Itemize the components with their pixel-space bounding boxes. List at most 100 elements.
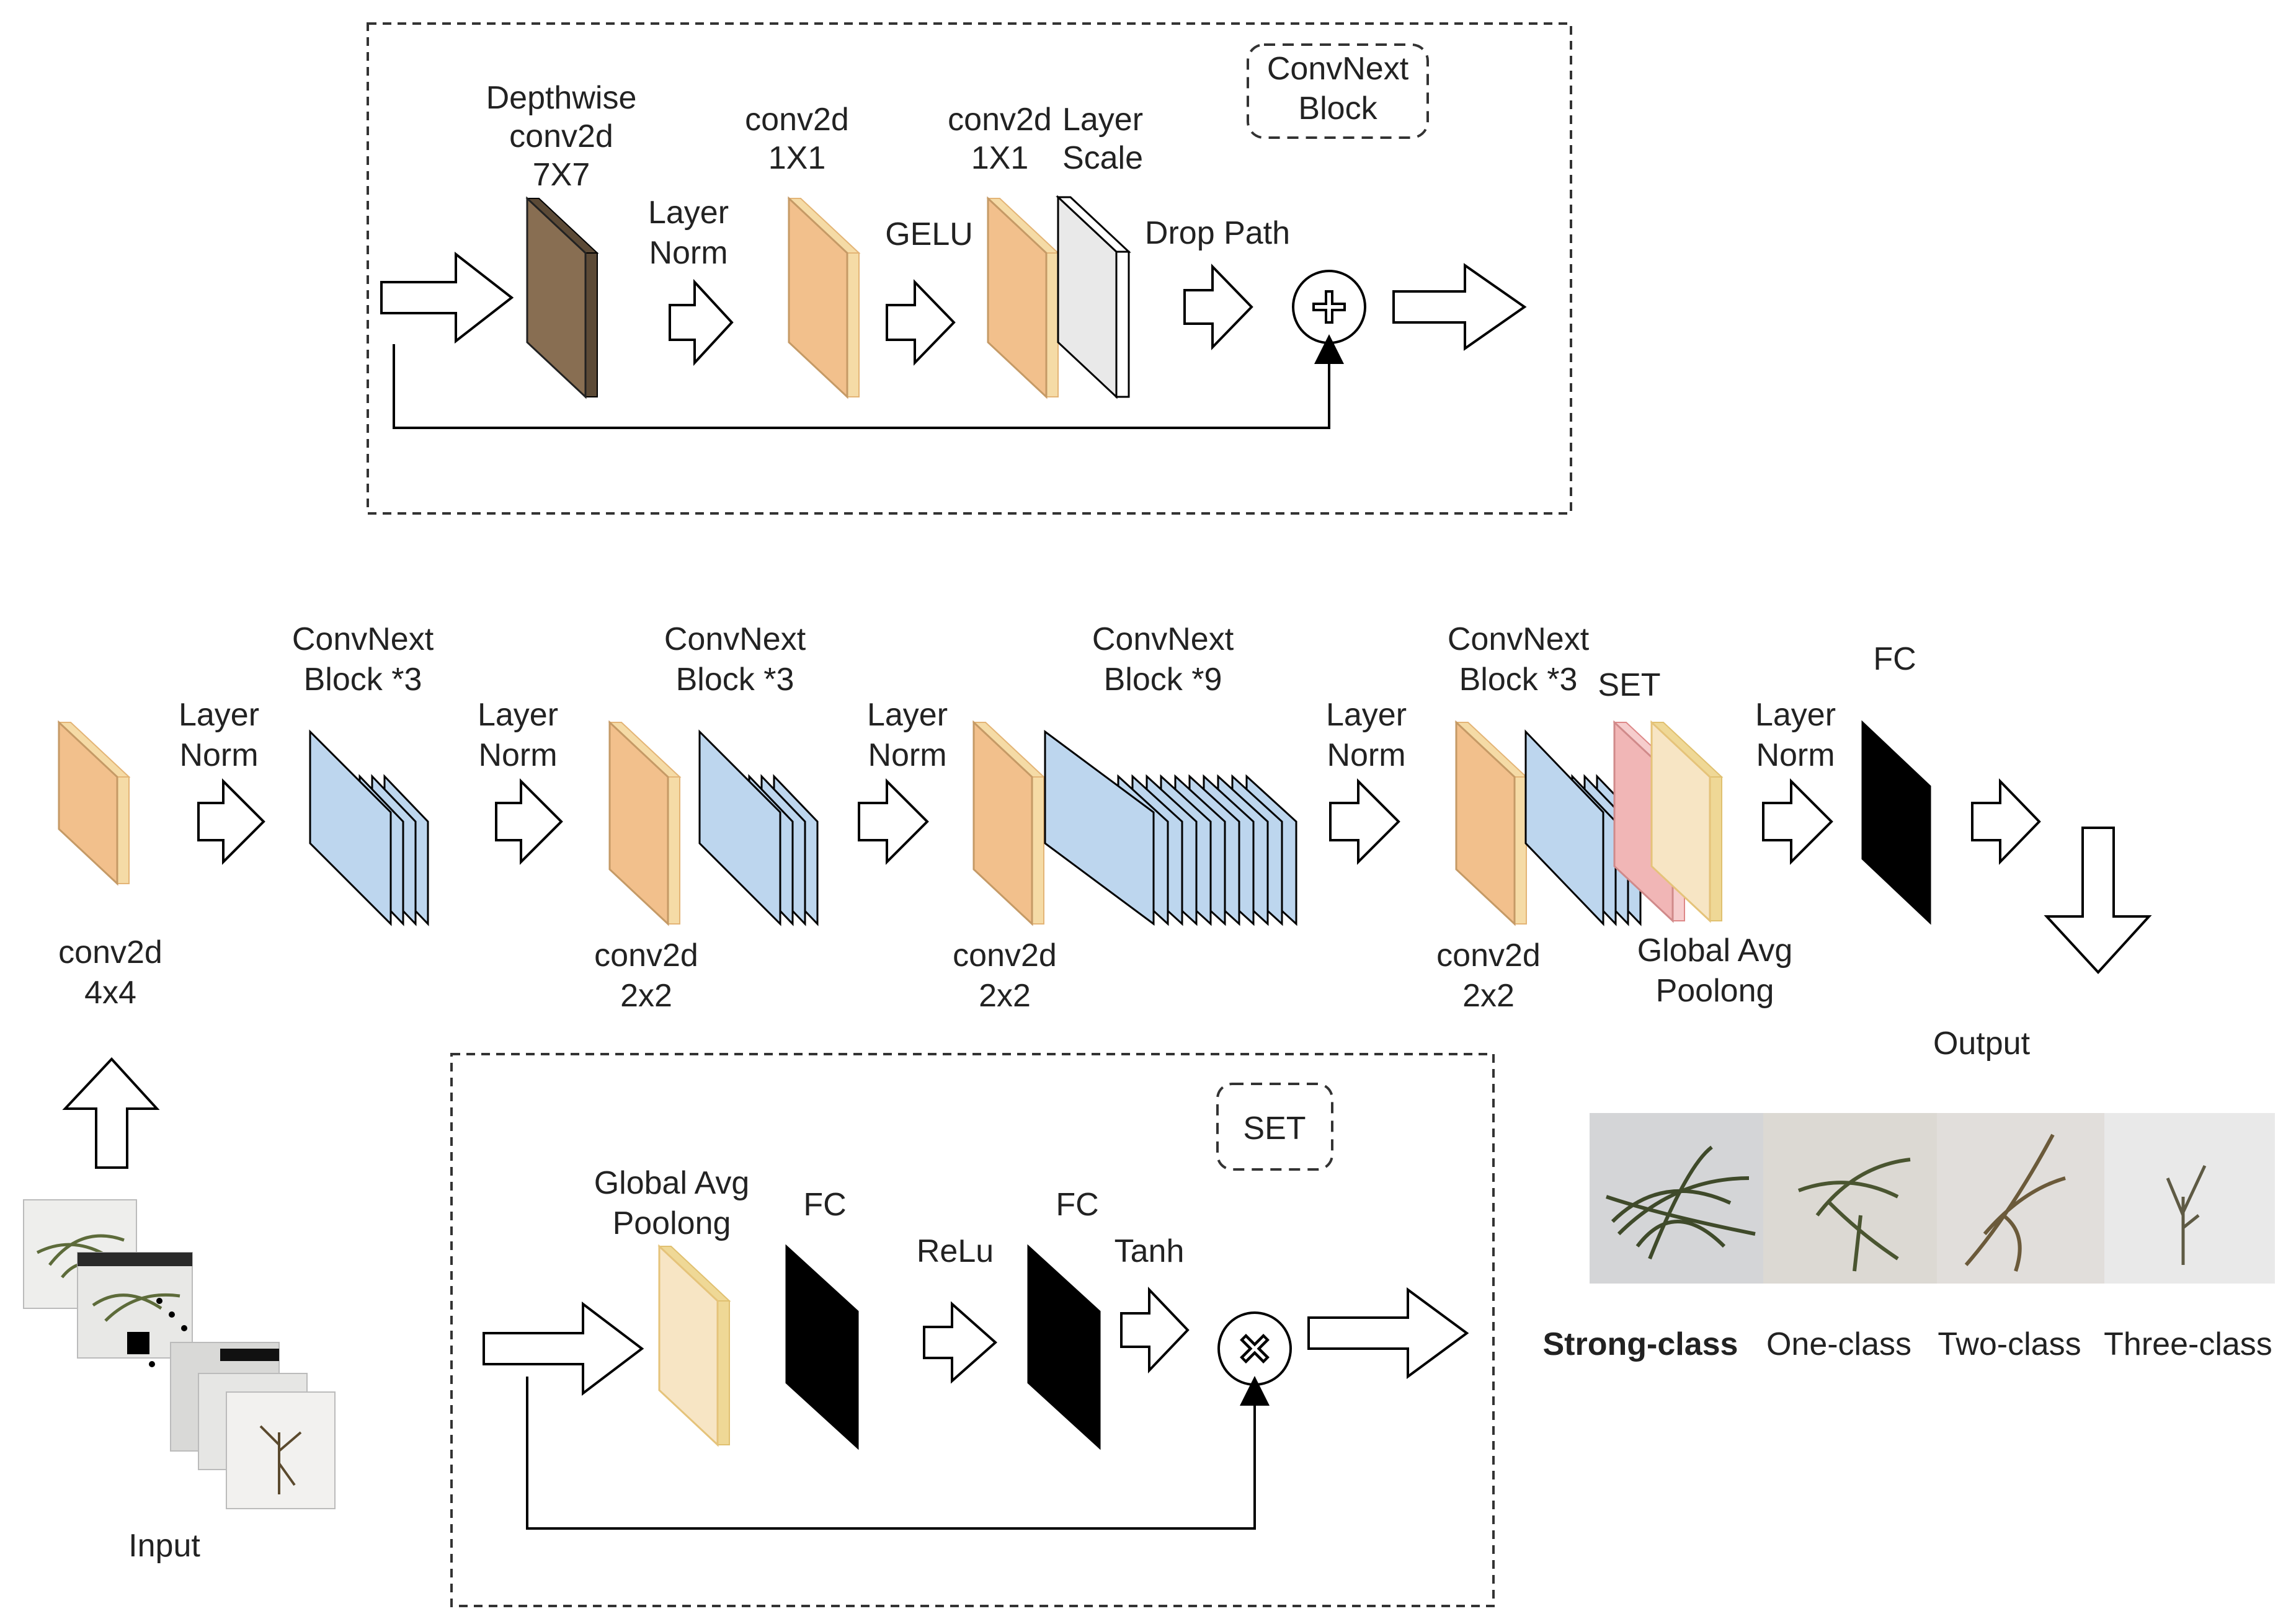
norm-2-arrow (495, 778, 563, 865)
norm-4-label-1: Layer (1326, 697, 1407, 733)
convnext-block-detail: ConvNext Block Depthwise conv2d 7X7 Laye… (367, 22, 1572, 515)
block-layernorm-label-2: Norm (649, 235, 728, 271)
gelu-arrow (886, 279, 956, 366)
stage-3-label-1: ConvNext (1092, 621, 1234, 657)
set-tag-label: SET (1243, 1111, 1306, 1147)
norm-1-label-2: Norm (179, 737, 258, 773)
stage-1-label-2: Block *3 (304, 662, 422, 698)
drop-path-arrow (1183, 264, 1253, 350)
layer-scale-label-2: Scale (1062, 140, 1143, 176)
gelu-label: GELU (885, 216, 973, 252)
down-1-label-1: conv2d (594, 938, 698, 974)
conv2-label-1: conv2d (948, 102, 1052, 138)
input-section: Input (23, 1057, 336, 1564)
set-label: SET (1598, 667, 1660, 703)
depthwise-conv-layer (525, 196, 599, 399)
stage-2-label-2: Block *3 (676, 662, 794, 698)
down-2-label-2: 2x2 (979, 978, 1031, 1014)
stage-2-blocks (698, 729, 819, 926)
stage-4-blocks (1524, 729, 1642, 926)
class-label-strong: Strong-class (1543, 1326, 1738, 1362)
set-gap-layer (657, 1244, 731, 1447)
layer-scale-layer (1056, 195, 1131, 399)
class-image-two (1937, 1113, 2104, 1284)
down-2-label-1: conv2d (953, 938, 1057, 974)
depthwise-label-1: Depthwise (486, 80, 637, 116)
norm-2-label-1: Layer (478, 697, 558, 733)
convnext-block-tag-line1: ConvNext (1267, 51, 1409, 87)
input-image-2 (77, 1252, 193, 1359)
stage-2-label-1: ConvNext (664, 621, 806, 657)
norm-1-arrow (197, 778, 265, 865)
relu-arrow (923, 1301, 998, 1384)
depthwise-label-3: 7X7 (533, 157, 590, 193)
relu-label: ReLu (917, 1233, 994, 1269)
downsample-1-conv (608, 720, 682, 926)
output-down-arrow (2044, 827, 2152, 974)
set-gap-label-2: Poolong (613, 1205, 731, 1241)
norm-4-label-2: Norm (1327, 737, 1405, 773)
set-output-arrow (1307, 1287, 1469, 1379)
layernorm-arrow (669, 278, 734, 366)
set-input-arrow (483, 1301, 644, 1396)
norm-5-arrow (1762, 778, 1833, 865)
set-block-border (450, 1053, 1495, 1607)
residual-add-icon (1292, 270, 1366, 344)
convnext-block-tag-line2: Block (1298, 91, 1377, 126)
set-skip-connection (526, 1376, 1270, 1530)
tanh-label: Tanh (1115, 1233, 1185, 1269)
conv2-label-2: 1X1 (971, 140, 1029, 176)
norm-1-label-1: Layer (179, 697, 259, 733)
set-fc-1-layer (785, 1244, 859, 1450)
conv1-label-1: conv2d (745, 102, 849, 138)
down-3-label-1: conv2d (1436, 938, 1541, 974)
class-image-strong (1590, 1113, 1763, 1284)
output-label: Output (1933, 1026, 2031, 1062)
gap-label-1: Global Avg (1637, 933, 1793, 969)
stage-1-label-1: ConvNext (292, 621, 434, 657)
class-label-one: One-class (1766, 1326, 1911, 1362)
tanh-arrow (1120, 1287, 1190, 1373)
down-3-label-2: 2x2 (1462, 978, 1515, 1014)
block-input-arrow (380, 251, 514, 344)
fc-label: FC (1873, 641, 1916, 677)
block-skip-connection (393, 334, 1344, 429)
set-fc-1-label: FC (803, 1187, 846, 1223)
input-label: Input (128, 1528, 200, 1564)
stem-label-2: 4x4 (84, 975, 136, 1011)
class-label-two: Two-class (1938, 1326, 2081, 1362)
class-image-one (1763, 1113, 1937, 1284)
multiply-icon (1217, 1311, 1292, 1386)
stage-4-label-1: ConvNext (1448, 621, 1590, 657)
stage-1-blocks (309, 729, 429, 926)
input-ellipsis (141, 1298, 187, 1367)
fc-output-arrow (1971, 778, 2041, 865)
norm-5-label-1: Layer (1755, 697, 1836, 733)
norm-3-label-1: Layer (867, 697, 948, 733)
drop-path-label: Drop Path (1145, 215, 1290, 251)
pointwise-conv-2 (986, 196, 1060, 399)
main-pipeline: conv2d 4x4 Layer Norm ConvNext Block *3 … (57, 621, 2152, 1062)
downsample-3-conv (1454, 720, 1528, 926)
norm-3-arrow (858, 778, 929, 865)
block-output-arrow (1392, 263, 1527, 351)
set-fc-2-label: FC (1056, 1187, 1098, 1223)
norm-5-label-2: Norm (1756, 737, 1835, 773)
set-block-detail: SET Global Avg Poolong FC ReLu FC Tanh (450, 1053, 1495, 1607)
layer-scale-label-1: Layer (1062, 102, 1143, 138)
norm-4-arrow (1329, 778, 1400, 865)
block-layernorm-label-1: Layer (648, 195, 729, 231)
global-avg-pool-layer (1650, 720, 1724, 923)
set-tag-box (1216, 1083, 1333, 1171)
convnext-block-border (367, 22, 1572, 515)
stem-label-1: conv2d (58, 934, 162, 970)
stage-4-label-2: Block *3 (1459, 662, 1578, 698)
stage-3-blocks (1044, 730, 1297, 926)
set-gap-label-1: Global Avg (594, 1165, 750, 1201)
input-image-5 (226, 1391, 336, 1509)
downsample-2-conv (972, 720, 1046, 926)
fc-layer (1861, 720, 1931, 925)
stage-3-label-2: Block *9 (1104, 662, 1222, 698)
output-classes: Strong-class One-class Two-class Three-c… (1543, 1113, 2275, 1362)
